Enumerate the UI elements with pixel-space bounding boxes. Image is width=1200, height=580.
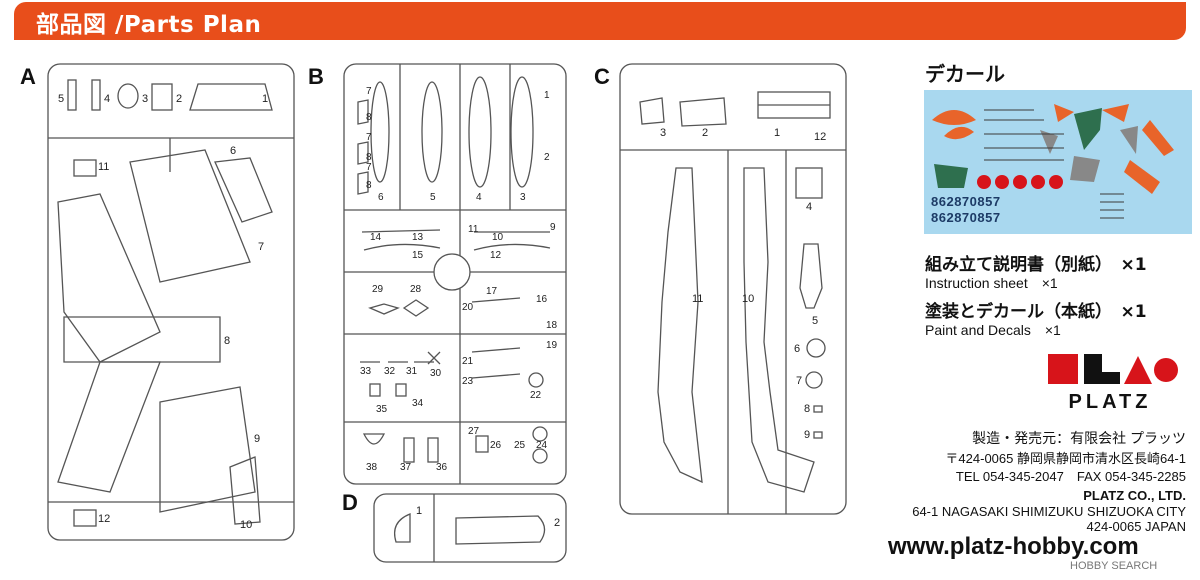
company-en-addr1: 64-1 NAGASAKI SHIMIZUKU SHIZUOKA CITY xyxy=(912,504,1186,519)
part-c-6: 6 xyxy=(794,343,800,355)
part-b-18: 18 xyxy=(546,320,558,331)
part-b-13: 13 xyxy=(412,232,424,243)
decal-serial-2: 862870857 xyxy=(931,210,1001,225)
part-b-31: 31 xyxy=(406,366,418,377)
part-b-19: 19 xyxy=(546,340,558,351)
part-a-10: 10 xyxy=(240,519,252,531)
part-a-2: 2 xyxy=(176,93,182,105)
part-b-8c: 8 xyxy=(366,180,372,191)
part-b-15: 15 xyxy=(412,250,424,261)
part-b-6: 6 xyxy=(378,192,384,203)
part-b-7a: 7 xyxy=(366,86,372,97)
part-b-8b: 8 xyxy=(366,152,372,163)
part-b-20: 20 xyxy=(462,302,474,313)
platz-logo: PLATZ xyxy=(1048,354,1178,413)
part-c-11: 11 xyxy=(692,293,703,305)
decal-sheet: 862870857 862870857 xyxy=(924,90,1192,234)
part-b-27: 27 xyxy=(468,426,480,437)
tel-line: TEL 054-345-2047 FAX 054-345-2285 xyxy=(955,469,1186,484)
part-b-24: 24 xyxy=(536,440,548,451)
part-b-23: 23 xyxy=(462,376,474,387)
part-b-21: 21 xyxy=(462,356,474,367)
part-b-33: 33 xyxy=(360,366,372,377)
part-c-8: 8 xyxy=(804,403,810,415)
part-b-22: 22 xyxy=(530,390,542,401)
part-c-9: 9 xyxy=(804,429,810,441)
part-c-5: 5 xyxy=(812,315,818,327)
runner-a-label: A xyxy=(20,64,36,89)
part-b-11: 11 xyxy=(468,224,479,235)
watermark: HOBBY SEARCH xyxy=(1070,560,1158,572)
part-b-4: 4 xyxy=(476,192,482,203)
part-b-1: 1 xyxy=(544,90,550,101)
part-c-1: 1 xyxy=(774,127,780,139)
part-c-7: 7 xyxy=(796,375,802,387)
part-b-38: 38 xyxy=(366,462,378,473)
part-b-8a: 8 xyxy=(366,112,372,123)
runner-d-label: D xyxy=(342,490,358,515)
part-b-9: 9 xyxy=(550,222,556,233)
runner-a-diagram: 5 4 3 2 1 6 7 8 9 10 11 12 xyxy=(47,63,295,541)
company-en-addr2: 424-0065 JAPAN xyxy=(1086,519,1187,534)
runner-c-diagram: 3 2 1 12 4 11 10 5 6 7 8 9 xyxy=(619,63,847,515)
decal-title: デカール xyxy=(925,62,1005,86)
part-b-34: 34 xyxy=(412,398,424,409)
part-a-4: 4 xyxy=(104,93,110,105)
contents-paint-en: Paint and Decals ×1 xyxy=(925,322,1061,338)
runner-c-label: C xyxy=(594,64,610,89)
part-b-7c: 7 xyxy=(366,162,372,173)
part-b-30: 30 xyxy=(430,368,442,379)
contents-paint-jp: 塗装とデカール（本紙） ×1 xyxy=(925,302,1147,322)
website-url[interactable]: www.platz-hobby.com xyxy=(888,533,1139,560)
part-a-8: 8 xyxy=(224,335,230,347)
part-b-5: 5 xyxy=(430,192,436,203)
part-b-32: 32 xyxy=(384,366,396,377)
part-b-17: 17 xyxy=(486,286,498,297)
postal-line: 〒424-0065 静岡県静岡市清水区長崎64-1 xyxy=(945,451,1186,466)
part-b-10: 10 xyxy=(492,232,504,243)
part-a-1: 1 xyxy=(262,93,268,105)
part-a-12: 12 xyxy=(98,513,110,525)
part-c-12: 12 xyxy=(814,131,826,143)
company-en-name: PLATZ CO., LTD. xyxy=(1083,488,1186,503)
part-a-9: 9 xyxy=(254,433,260,445)
part-b-26: 26 xyxy=(490,440,502,451)
part-b-2: 2 xyxy=(544,152,550,163)
part-b-7b: 7 xyxy=(366,132,372,143)
part-b-37: 37 xyxy=(400,462,412,473)
part-b-28: 28 xyxy=(410,284,422,295)
part-b-29: 29 xyxy=(372,284,384,295)
part-d-1: 1 xyxy=(416,505,422,517)
part-b-16: 16 xyxy=(536,294,548,305)
part-d-2: 2 xyxy=(554,517,560,529)
runner-b-diagram: 7 8 7 8 7 8 6 5 4 3 1 2 14 13 11 10 9 15… xyxy=(343,63,567,485)
part-b-36: 36 xyxy=(436,462,448,473)
part-c-3: 3 xyxy=(660,127,666,139)
decal-serial-1: 862870857 xyxy=(931,194,1001,209)
part-b-35: 35 xyxy=(376,404,388,415)
part-b-12: 12 xyxy=(490,250,502,261)
brand-name: PLATZ xyxy=(1069,391,1152,413)
runner-b-label: B xyxy=(308,64,324,89)
maker-line: 製造・発売元：有限会社 プラッツ xyxy=(972,430,1186,446)
header-banner: 部品図 /Parts Plan xyxy=(14,2,1186,40)
runner-d-diagram: 1 2 xyxy=(373,493,567,563)
part-c-2: 2 xyxy=(702,127,708,139)
part-c-10: 10 xyxy=(742,293,754,305)
part-c-4: 4 xyxy=(806,201,812,213)
contents-instruction-jp: 組み立て説明書（別紙） ×1 xyxy=(925,255,1147,275)
decal-artwork xyxy=(932,104,1174,219)
part-a-6: 6 xyxy=(230,145,236,157)
page-title: 部品図 /Parts Plan xyxy=(36,12,262,38)
part-a-7: 7 xyxy=(258,241,264,253)
part-a-11: 11 xyxy=(98,161,109,173)
contents-instruction-en: Instruction sheet ×1 xyxy=(925,275,1058,291)
part-b-25: 25 xyxy=(514,440,526,451)
part-b-3: 3 xyxy=(520,192,526,203)
part-a-5: 5 xyxy=(58,93,64,105)
part-b-14: 14 xyxy=(370,232,382,243)
part-a-3: 3 xyxy=(142,93,148,105)
